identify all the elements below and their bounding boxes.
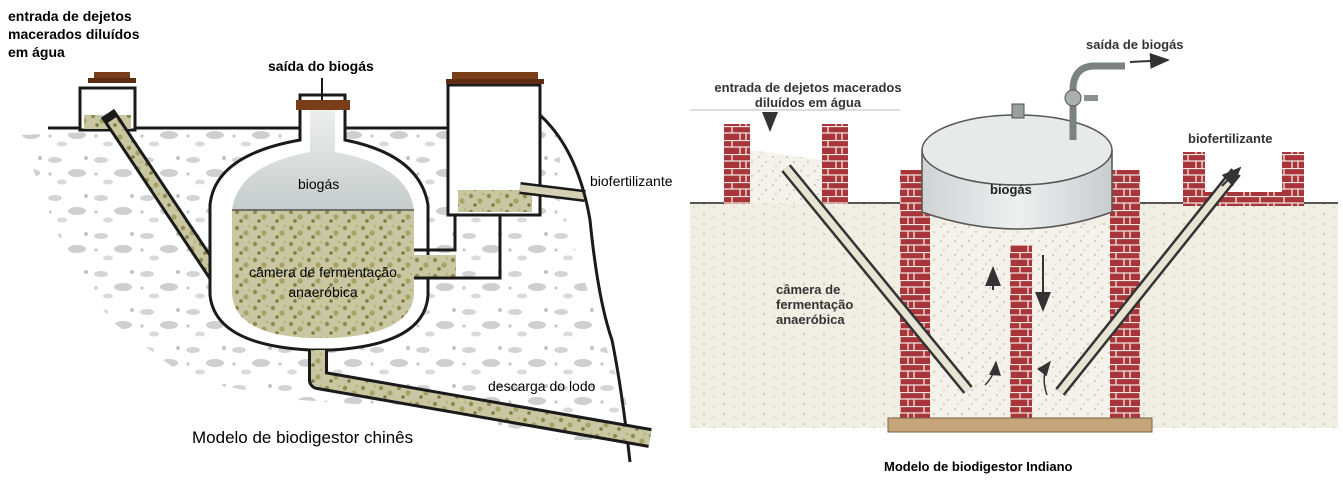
left-chamber-label-line: câmera de fermentação	[249, 264, 397, 280]
left-sludge-label: descarga do lodo	[488, 378, 596, 394]
left-gas-dome-label: biogás	[298, 176, 340, 192]
right-chamber-label-line: anaeróbica	[776, 312, 845, 327]
left-chamber-label: câmera de fermentação anaeróbica	[238, 262, 408, 302]
left-inlet-label-line: macerados diluídos	[8, 26, 140, 42]
left-gas-outlet-label: saída do biogás	[268, 58, 374, 74]
right-chamber-label-line: câmera de	[776, 282, 841, 297]
right-gas-outlet-label: saída de biogás	[1086, 37, 1184, 52]
left-fertilizer-label: biofertilizante	[590, 173, 673, 189]
left-inlet-label-line: entrada de dejetos	[8, 8, 132, 24]
left-inlet-label: entrada de dejetos macerados diluídos em…	[8, 7, 139, 61]
right-caption: Modelo de biodigestor Indiano	[884, 459, 1073, 474]
left-inlet-label-line: em água	[8, 44, 65, 60]
right-fertilizer-label: biofertilizante	[1188, 131, 1273, 146]
left-caption: Modelo de biodigestor chinês	[192, 428, 414, 447]
right-chamber-label-line: fermentação	[776, 297, 854, 312]
left-chamber-label-line: anaeróbica	[288, 284, 358, 300]
right-inlet-label-line: entrada de dejetos macerados	[714, 80, 902, 95]
chinese-biodigester-drawing	[20, 72, 652, 463]
right-gas-tank-label: biogás	[990, 182, 1032, 197]
indian-biodigester-drawing	[690, 52, 1338, 433]
right-inlet-label: entrada de dejetos macerados diluídos em…	[688, 80, 928, 110]
right-inlet-label-line: diluídos em água	[754, 95, 862, 110]
right-chamber-label: câmera de fermentação anaeróbica	[776, 282, 853, 327]
